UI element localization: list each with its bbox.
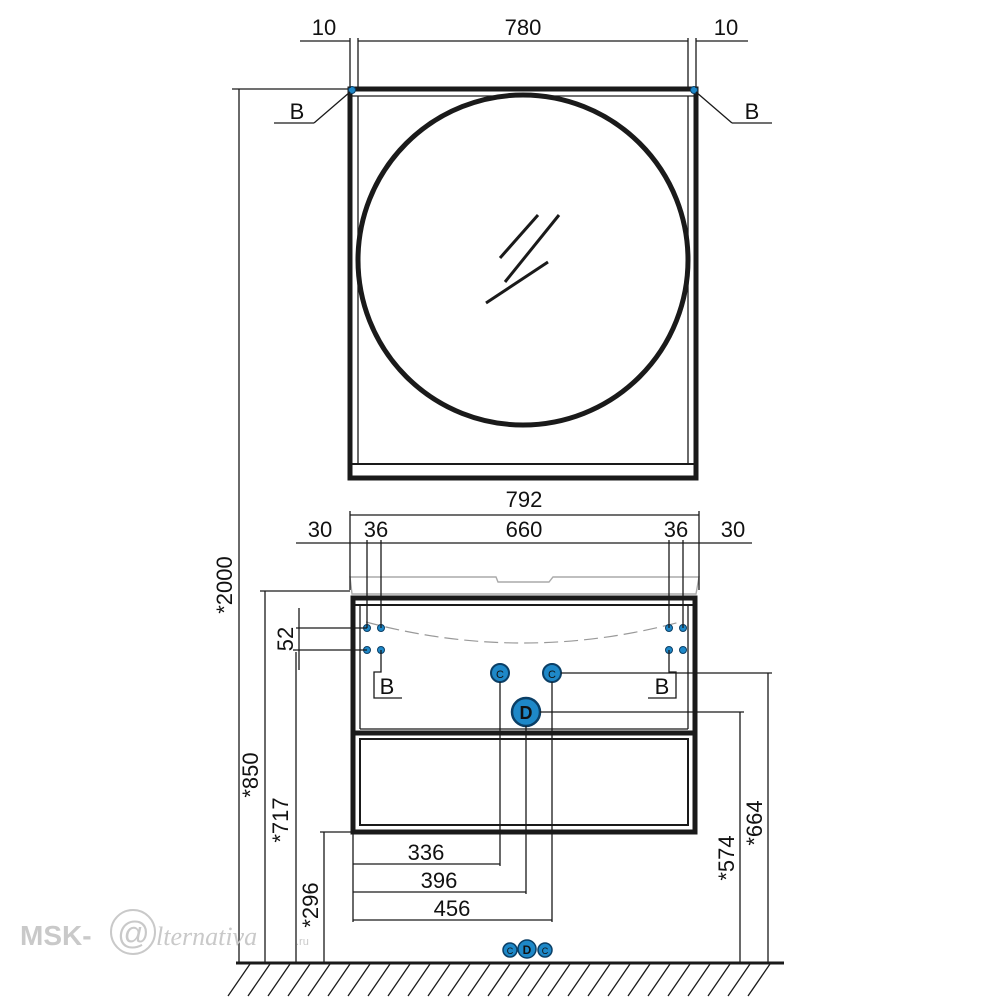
connection-offset-dimensions: 336 396 456 bbox=[352, 682, 553, 922]
hatch-line bbox=[507, 963, 531, 997]
hatch-line bbox=[727, 963, 751, 997]
label-b-mirror-right: B bbox=[745, 99, 760, 124]
watermark: MSK- @ lternativa .ru bbox=[20, 909, 309, 955]
hatch-line bbox=[447, 963, 471, 997]
hatch-line bbox=[647, 963, 671, 997]
hatch-line bbox=[607, 963, 631, 997]
hatch-line bbox=[287, 963, 311, 997]
hatch-line bbox=[227, 963, 251, 997]
hatch-line bbox=[527, 963, 551, 997]
mount-spacing-dimension: 52 bbox=[273, 608, 367, 670]
mount-point-b-8 bbox=[679, 646, 687, 654]
mirror-width-dimensions: 10 780 10 bbox=[300, 15, 748, 88]
hatch-line bbox=[467, 963, 491, 997]
hatch-line bbox=[567, 963, 591, 997]
glass-reflection-1 bbox=[498, 214, 540, 259]
dim-cabinet-width: 792 bbox=[506, 487, 543, 512]
dim-mount-height: *717 bbox=[268, 797, 293, 842]
hatch-line bbox=[347, 963, 371, 997]
hatch-line bbox=[547, 963, 571, 997]
mount-point-b-mirror-right bbox=[690, 86, 698, 94]
mount-point-b-mirror-left bbox=[348, 86, 356, 94]
left-height-dimensions: *2000 *850 *717 *296 bbox=[212, 88, 353, 963]
mirror-frame bbox=[347, 86, 699, 481]
dim-mount-left: 36 bbox=[364, 517, 388, 542]
cabinet-body bbox=[350, 595, 698, 835]
water-inlet-left-label: C bbox=[496, 669, 504, 681]
dim-cabinet-offset-left: 30 bbox=[308, 517, 332, 542]
hatch-line bbox=[667, 963, 691, 997]
dim-inlet-left-x: 336 bbox=[408, 840, 445, 865]
mirror bbox=[347, 86, 699, 481]
floor-inlet-left-label: C bbox=[507, 946, 514, 956]
floor bbox=[227, 961, 784, 997]
glass-reflection-3 bbox=[485, 260, 549, 305]
cabinet-mount-points: B B bbox=[363, 624, 687, 699]
watermark-at: @ bbox=[117, 915, 149, 951]
label-b-mirror-left: B bbox=[290, 99, 305, 124]
dim-mount-right: 36 bbox=[664, 517, 688, 542]
round-mirror bbox=[355, 92, 691, 428]
dim-inlet-height: *664 bbox=[742, 800, 767, 845]
dim-cabinet-offset-right: 30 bbox=[721, 517, 745, 542]
dim-cabinet-bottom-height: *296 bbox=[298, 882, 323, 927]
hatch-line bbox=[267, 963, 291, 997]
floor-drain-label: D bbox=[523, 943, 532, 957]
floor-hatching bbox=[227, 963, 771, 997]
cabinet-width-dimensions: 792 30 36 660 36 30 bbox=[296, 487, 752, 628]
hatch-line bbox=[407, 963, 431, 997]
cabinet bbox=[349, 576, 700, 835]
mirror-b-leaders: B B bbox=[274, 91, 772, 124]
drain-label: D bbox=[520, 703, 533, 723]
dim-cabinet-top-height: *850 bbox=[238, 752, 263, 797]
watermark-tld: .ru bbox=[296, 936, 309, 948]
dim-inlet-right-x: 456 bbox=[434, 896, 471, 921]
label-b-cabinet-left: B bbox=[380, 674, 395, 699]
dim-mount-spacing: 52 bbox=[273, 627, 298, 651]
hatch-line bbox=[387, 963, 411, 997]
dim-mirror-width: 780 bbox=[505, 15, 542, 40]
hatch-line bbox=[427, 963, 451, 997]
label-b-cabinet-right: B bbox=[655, 674, 670, 699]
glass-reflection-2 bbox=[503, 214, 561, 283]
water-inlet-right-label: C bbox=[548, 669, 556, 681]
dim-drain-x: 396 bbox=[421, 868, 458, 893]
dim-total-height: *2000 bbox=[212, 556, 237, 614]
hatch-line bbox=[747, 963, 771, 997]
hatch-line bbox=[587, 963, 611, 997]
plumbing-connections: C C D bbox=[490, 663, 562, 728]
floor-inlet-right-label: C bbox=[542, 946, 549, 956]
basin-countertop bbox=[349, 576, 700, 595]
dim-mount-span: 660 bbox=[506, 517, 543, 542]
hatch-line bbox=[687, 963, 711, 997]
lower-drawer-front bbox=[359, 738, 689, 826]
floor-connection-symbols: C D C bbox=[502, 939, 553, 959]
hatch-line bbox=[627, 963, 651, 997]
watermark-suffix: lternativa bbox=[156, 922, 257, 951]
hatch-line bbox=[247, 963, 271, 997]
right-height-dimensions: *574 *664 bbox=[540, 672, 772, 963]
watermark-prefix: MSK- bbox=[20, 920, 92, 951]
hatch-line bbox=[487, 963, 511, 997]
hatch-line bbox=[307, 963, 331, 997]
basin-bowl-dashed bbox=[365, 621, 681, 644]
dim-drain-height: *574 bbox=[714, 835, 739, 880]
hatch-line bbox=[367, 963, 391, 997]
hatch-line bbox=[707, 963, 731, 997]
hatch-line bbox=[327, 963, 351, 997]
dim-mirror-side-right: 10 bbox=[714, 15, 738, 40]
dim-mirror-side-left: 10 bbox=[312, 15, 336, 40]
